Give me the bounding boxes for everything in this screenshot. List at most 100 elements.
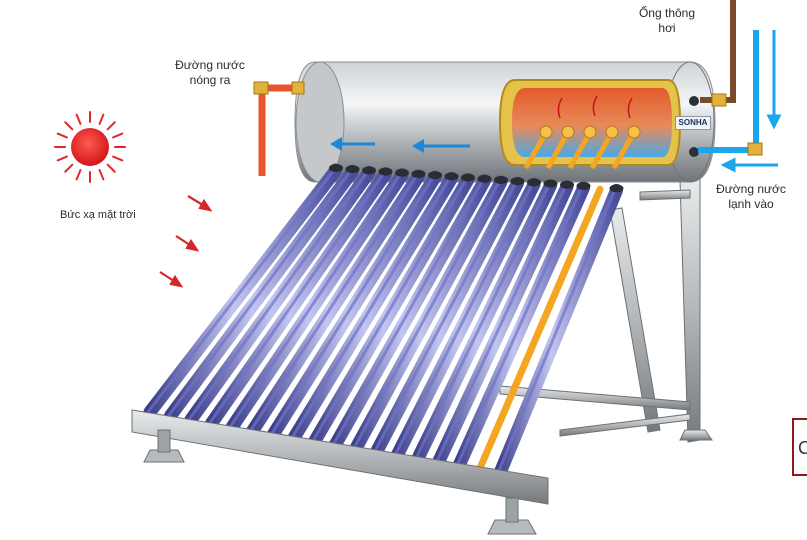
tube-seal [378,167,393,176]
tube-seal [411,170,426,178]
vacuum-tube-shade [331,180,484,447]
vent-pipe [700,0,736,107]
cropped-frame-char: C [798,438,807,458]
sun-ray [64,121,74,131]
vacuum-tube-shade [208,172,385,425]
sun-ray [56,132,68,139]
heat-pipe-bulb [627,125,641,139]
vacuum-tube-shade [187,171,369,421]
radiation-arrow-3 [159,271,184,288]
vacuum-tube [225,168,409,434]
tube-seal [428,171,442,180]
vacuum-tube-shade [454,187,583,470]
sun-ray [106,121,116,131]
vacuum-tube-shade [351,181,501,451]
heat-pipe [545,130,571,170]
tube-seal [461,173,475,182]
sun-icon [54,111,126,183]
heat-pipe [567,130,593,170]
heat-pipes [523,125,641,170]
sun-ray [112,132,124,139]
cold-water-pipe [698,30,782,173]
heat-pipe-bulb [539,125,553,139]
vacuum-tube [492,183,623,484]
tube-seal [477,174,492,183]
vacuum-tube [246,169,425,438]
vacuum-tube [307,173,475,449]
sun-ray [75,113,82,125]
cold-water-inlet-label-line1: Đường nước [716,182,786,196]
tube-seal [510,177,525,186]
vent-pipe-label: Ống thông hơi [612,6,722,36]
hot-water-outlet-label-line2: nóng ra [189,73,231,87]
tube-seal [345,165,360,174]
vacuum-tube-shade [269,176,435,436]
vacuum-tube-shade [495,189,616,478]
support-frame [499,177,713,443]
heat-pipe [611,130,637,170]
heat-pipe-bulb [583,125,597,139]
tube-seal [576,182,591,190]
vacuum-tube-shade [392,183,534,459]
vacuum-tube-shade [413,184,550,463]
tube-seal [329,164,343,172]
radiation-arrow-2 [175,235,200,252]
heat-pipe [523,130,549,170]
tube-seal [362,166,376,175]
heat-pipe [589,130,615,170]
vacuum-tube [184,165,376,427]
vacuum-tube [266,170,442,442]
vacuum-tube-shade [228,173,402,429]
cold-water-inlet-label: Đường nước lạnh vào [696,182,806,212]
cold-water-inlet-label-line2: lạnh vào [728,197,774,211]
solar-radiation-label: Bức xạ mặt trời [60,209,136,221]
tube-seal [494,176,508,184]
vacuum-tube-shade [146,169,336,413]
sun-ray [112,155,124,162]
vacuum-tube [328,174,491,453]
cropped-frame-box: C [792,418,807,476]
vacuum-tube-shade [372,182,517,455]
heat-pipe-exposed [474,185,604,477]
tube-seal [395,168,409,177]
vacuum-tube [430,180,574,472]
heat-rise-arrows [557,95,633,119]
tube-seal [560,180,574,189]
hot-water-outlet-label: Đường nước nóng ra [150,58,270,88]
radiation-arrow-1 [187,195,213,212]
tube-seal [444,172,459,181]
vent-pipe-label-line2: hơi [658,21,676,35]
sun-ray [56,155,68,162]
vacuum-tubes [143,163,624,484]
brand-badge: SONHA [675,116,711,130]
hot-water-outlet-label-line1: Đường nước [175,58,245,72]
sun-ray [98,169,105,181]
sun-ray [98,113,105,125]
sun-ray [106,163,116,173]
tank-flow-arrows [330,137,470,153]
hot-water-pipe [253,81,305,176]
vacuum-tube [389,177,541,465]
vent-pipe-label-line1: Ống thông [638,6,696,20]
tube-seal [527,178,541,187]
vacuum-tube-shade [249,175,418,432]
tube-seal [543,179,558,188]
vacuum-tube [451,181,590,476]
vacuum-tube [164,164,359,423]
heat-pipe-bulb [605,125,619,139]
heat-pipe-bulb [561,125,575,139]
vacuum-tube-shade [167,170,352,417]
tube-seal [609,184,624,193]
radiation-arrows [159,195,213,288]
vacuum-tube [369,176,524,461]
vacuum-tube [205,167,392,430]
storage-tank [294,61,716,183]
vacuum-tube-shade [310,178,468,444]
vacuum-tube-shade [290,177,451,440]
sun-ray [75,169,82,181]
sun-ray [64,163,74,173]
vacuum-tube-shade [433,186,567,466]
vacuum-tube [410,179,557,468]
